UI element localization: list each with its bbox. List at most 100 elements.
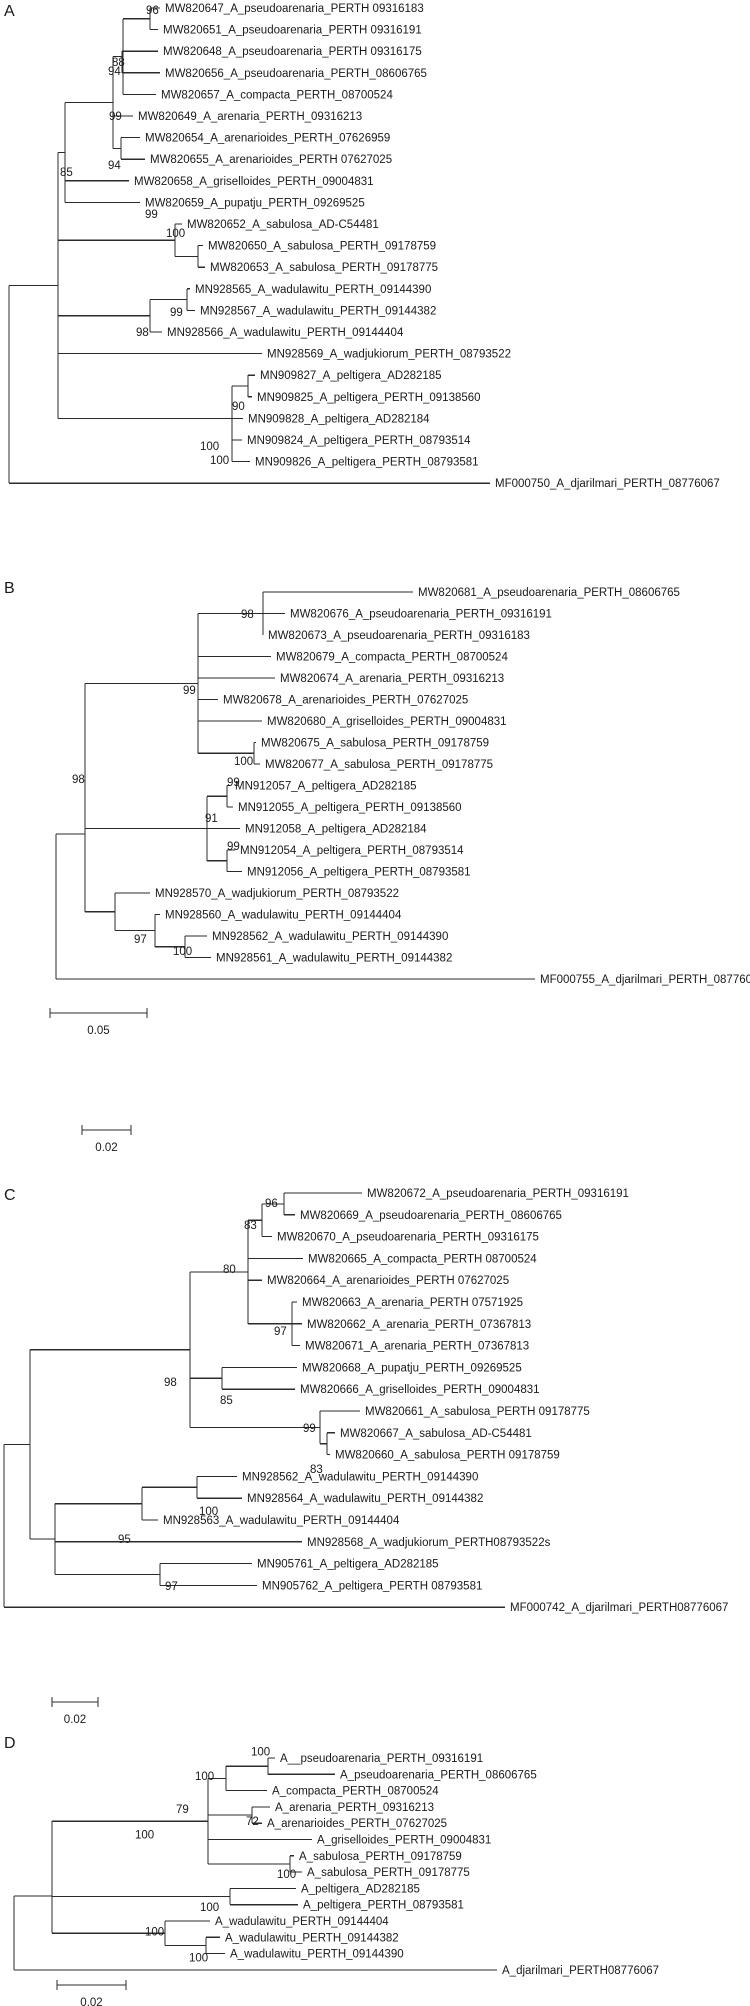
support-value: 88 <box>112 57 125 69</box>
support-value: 99 <box>227 841 240 853</box>
leaf-label: MW820673_A_pseudoarenaria_PERTH_09316183 <box>268 630 530 642</box>
leaf-label: MW820657_A_compacta_PERTH_08700524 <box>161 89 393 101</box>
leaf-label: MF000750_A_djarilmari_PERTH_08776067 <box>495 478 720 490</box>
panel-letter: C <box>4 1187 16 1204</box>
leaf-label: MW820648_A_pseudoarenaria_PERTH 09316175 <box>163 46 422 58</box>
tree-panel-d: D A_djarilmari_PERTH08776067 A__pseudoaren… <box>4 1735 659 2006</box>
leaf-label: A_arenaria_PERTH_09316213 <box>275 1802 434 1814</box>
leaf-label: MW820659_A_pupatju_PERTH_09269525 <box>145 197 365 209</box>
support-value: 100 <box>200 1902 219 1914</box>
support-value: 100 <box>173 946 192 958</box>
leaf-label: MN909824_A_peltigera_PERTH_08793514 <box>247 435 471 447</box>
leaf-label: MN928567_A_wadulawitu_PERTH_09144382 <box>200 305 436 317</box>
support-value: 80 <box>223 1264 236 1276</box>
leaf-label: A_wadulawitu_PERTH_09144404 <box>215 1916 389 1928</box>
tree-panel-a: AMF000750_A_djarilmari_PERTH_08776067MW8… <box>4 3 720 1037</box>
leaf-label: MN928562_A_wadulawitu_PERTH_09144390 <box>242 1471 478 1483</box>
support-value: 99 <box>145 209 158 221</box>
leaf-label: MN928560_A_wadulawitu_PERTH_09144404 <box>165 910 402 922</box>
support-value: 100 <box>277 1869 296 1881</box>
leaf-label: A_sabulosa_PERTH_09178775 <box>307 1867 470 1879</box>
leaf-label: MW820666_A_griselloides_PERTH_09004831 <box>300 1384 540 1396</box>
leaf-label: MW820665_A_compacta_PERTH 08700524 <box>308 1253 537 1265</box>
leaf-label: MN912054_A_peltigera_PERTH_08793514 <box>240 845 464 857</box>
scale-bar-label: 0.02 <box>95 1142 117 1154</box>
support-value: 85 <box>60 167 73 179</box>
leaf-label: MN905761_A_peltigera_AD282185 <box>257 1559 439 1571</box>
leaf-label: MW820653_A_sabulosa_PERTH_09178775 <box>210 262 438 274</box>
scale-bar-label: 0.05 <box>87 1025 109 1037</box>
leaf-label: A_wadulawitu_PERTH_09144390 <box>230 1949 404 1961</box>
support-value: 100 <box>189 1953 208 1965</box>
support-value: 96 <box>265 1198 278 1210</box>
leaf-label: MN909825_A_peltigera_PERTH_09138560 <box>257 392 481 404</box>
leaf-label: MW820669_A_pseudoarenaria_PERTH_08606765 <box>300 1210 562 1222</box>
leaf-label: MN928561_A_wadulawitu_PERTH_09144382 <box>216 953 452 965</box>
support-value: 99 <box>303 1423 316 1435</box>
leaf-label: A_wadulawitu_PERTH_09144382 <box>225 1932 399 1944</box>
leaf-label: MW820652_A_sabulosa_AD-C54481 <box>187 219 379 231</box>
leaf-label: MW820660_A_sabulosa_PERTH 09178759 <box>335 1450 560 1462</box>
leaf-label: MW820661_A_sabulosa_PERTH 09178775 <box>365 1406 590 1418</box>
support-value: 96 <box>146 5 159 17</box>
support-value: 83 <box>310 1464 323 1476</box>
support-value: 97 <box>274 1326 287 1338</box>
support-value: 91 <box>205 813 218 825</box>
support-value: 90 <box>232 401 245 413</box>
support-value: 95 <box>118 1534 131 1546</box>
leaf-label: MF000742_A_djarilmari_PERTH08776067 <box>510 1602 728 1614</box>
leaf-label: MW820681_A_pseudoarenaria_PERTH_08606765 <box>418 587 680 599</box>
tree-panel-c: C MF000742_A_djarilmari_PERTH08776067 MW82… <box>3 1187 728 1726</box>
support-value: 97 <box>165 1581 178 1593</box>
leaf-label: MW820655_A_arenarioides_PERTH 07627025 <box>150 154 392 166</box>
leaf-label: MN909826_A_peltigera_PERTH_08793581 <box>255 457 479 469</box>
leaf-label: A_peltigera_AD282185 <box>301 1883 420 1895</box>
leaf-label: A__pseudoarenaria_PERTH_09316191 <box>280 1753 483 1765</box>
leaf-label: MW820671_A_arenaria_PERTH_07367813 <box>305 1341 529 1353</box>
scale-bar-label: 0.02 <box>64 1714 86 1726</box>
support-value: 94 <box>108 66 121 78</box>
support-value: 100 <box>199 1506 218 1518</box>
leaf-label: MW820654_A_arenarioides_PERTH_07626959 <box>145 133 390 145</box>
leaf-label: A_pseudoarenaria_PERTH_08606765 <box>340 1769 537 1781</box>
leaf-label: MW820662_A_arenaria_PERTH_07367813 <box>307 1319 531 1331</box>
leaf-label: MW820658_A_griselloides_PERTH_09004831 <box>134 176 374 188</box>
support-value: 99 <box>170 307 183 319</box>
leaf-label: MW820647_A_pseudoarenaria_PERTH 09316183 <box>165 3 424 15</box>
panel-letter: D <box>4 1735 16 1752</box>
leaf-label: MN928566_A_wadulawitu_PERTH_09144404 <box>167 327 404 339</box>
leaf-label: A_peltigera_PERTH_08793581 <box>303 1900 464 1912</box>
leaf-label: MN928570_A_wadjukiorum_PERTH_08793522 <box>155 888 399 900</box>
support-value: 98 <box>72 774 85 786</box>
leaf-label: MN928563_A_wadulawitu_PERTH_09144404 <box>163 1515 400 1527</box>
leaf-label: MN912058_A_peltigera_AD282184 <box>245 824 427 836</box>
leaf-label: MW820674_A_arenaria_PERTH_09316213 <box>280 673 504 685</box>
leaf-label: A_arenarioides_PERTH_07627025 <box>267 1818 447 1830</box>
leaf-label: A_djarilmari_PERTH08776067 <box>502 1965 659 1977</box>
support-value: 100 <box>195 1771 214 1783</box>
support-value: 99 <box>109 111 122 123</box>
leaf-label: MW820668_A_pupatju_PERTH_09269525 <box>302 1362 522 1374</box>
support-value: 100 <box>135 1829 154 1841</box>
leaf-label: A_compacta_PERTH_08700524 <box>272 1786 439 1798</box>
support-value: 100 <box>200 441 219 453</box>
leaf-label: MW820672_A_pseudoarenaria_PERTH_09316191 <box>367 1188 629 1200</box>
scale-bar-label: 0.02 <box>80 1997 102 2006</box>
leaf-label: MW820675_A_sabulosa_PERTH_09178759 <box>261 738 489 750</box>
leaf-label: MW820664_A_arenarioides_PERTH 07627025 <box>267 1275 509 1287</box>
leaf-label: MW820670_A_pseudoarenaria_PERTH_09316175 <box>277 1232 539 1244</box>
support-value: 85 <box>220 1395 233 1407</box>
leaf-label: MW820649_A_arenaria_PERTH_09316213 <box>138 111 362 123</box>
leaf-label: MN928569_A_wadjukiorum_PERTH_08793522 <box>267 349 511 361</box>
leaf-label: MN928564_A_wadulawitu_PERTH_09144382 <box>247 1493 483 1505</box>
support-value: 97 <box>134 934 147 946</box>
leaf-label: MW820651_A_pseudoarenaria_PERTH 09316191 <box>163 25 422 37</box>
leaf-label: MW820676_A_pseudoarenaria_PERTH_09316191 <box>290 609 552 621</box>
support-value: 72 <box>246 1816 259 1828</box>
leaf-label: MW820656_A_pseudoarenaria_PERTH_08606765 <box>165 68 427 80</box>
panel-letter: A <box>4 3 15 20</box>
support-value: 83 <box>244 1220 257 1232</box>
leaf-label: MW820677_A_sabulosa_PERTH_09178775 <box>265 759 493 771</box>
leaf-label: MF000755_A_djarilmari_PERTH_08776067 <box>540 974 750 986</box>
